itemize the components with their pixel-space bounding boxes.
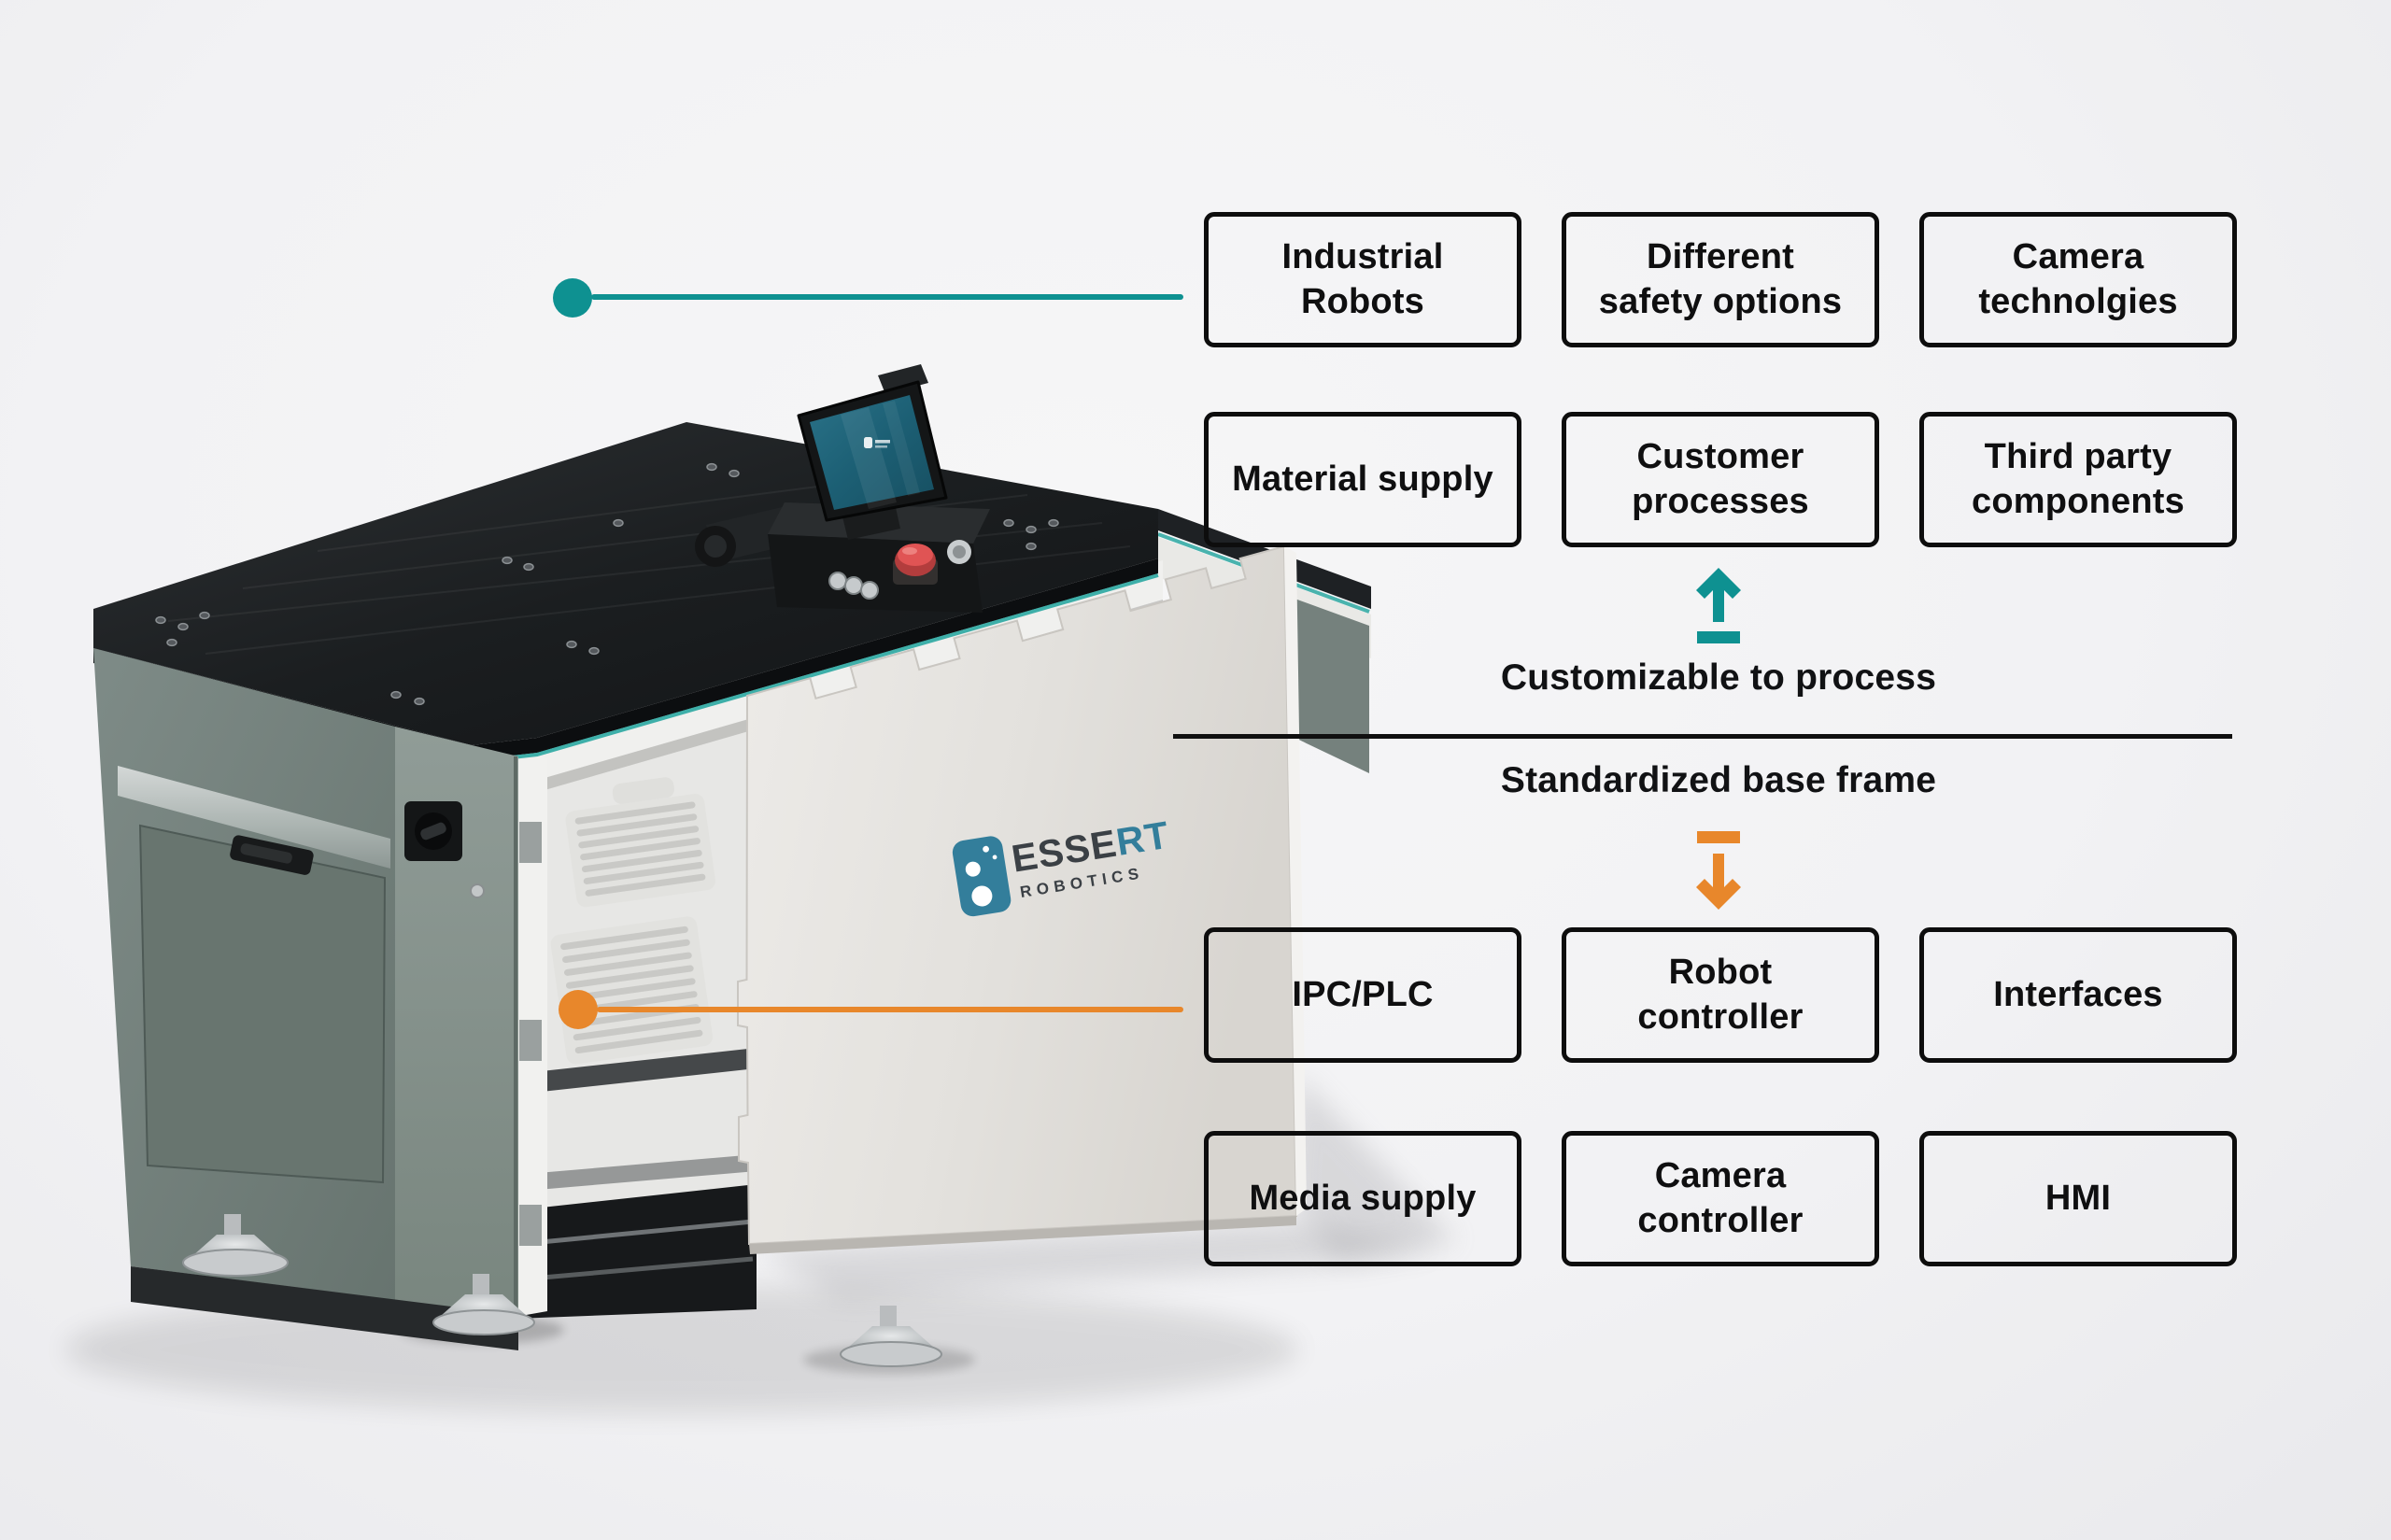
front-panel: ESSERT ROBOTICS (737, 544, 1307, 1254)
box-label: Robot controller (1637, 953, 1804, 1037)
box-hmi: HMI (1919, 1131, 2237, 1266)
box-label: Camera controller (1637, 1156, 1804, 1240)
teal-callout-line (591, 294, 1183, 300)
box-label: Third party components (1972, 437, 2185, 521)
box-media-supply: Media supply (1204, 1131, 1521, 1266)
hmi-control-unit (695, 364, 990, 613)
box-label: Different safety options (1598, 237, 1843, 321)
machine-feet (182, 1214, 942, 1367)
box-customer-processes: Customer processes (1562, 412, 1879, 547)
box-label: Camera technolgies (1978, 237, 2178, 321)
box-ipc-plc: IPC/PLC (1204, 927, 1521, 1063)
box-third-party-components: Third party components (1919, 412, 2237, 547)
logo-text-part2: RT (1113, 813, 1172, 864)
heading-standardized-base-frame: Standardized base frame (1500, 760, 1937, 800)
vent-lower (550, 916, 714, 1065)
main-power-switch (404, 801, 462, 861)
box-material-supply: Material supply (1204, 412, 1521, 547)
teal-callout-dot-icon (553, 278, 592, 318)
box-label: Industrial Robots (1281, 237, 1444, 321)
box-interfaces: Interfaces (1919, 927, 2237, 1063)
down-arrow-icon (1696, 831, 1741, 910)
vent-upper (565, 777, 715, 908)
box-different-safety-options: Different safety options (1562, 212, 1879, 347)
panel-buttons (828, 572, 879, 600)
box-label: HMI (2044, 1178, 2112, 1218)
hmi-tablet (797, 364, 948, 522)
box-camera-technologies: Camera technolgies (1919, 212, 2237, 347)
machine-left-body (93, 648, 518, 1350)
box-label: Material supply (1232, 459, 1493, 499)
up-arrow-icon (1696, 568, 1741, 643)
orange-callout-line (597, 1007, 1183, 1012)
box-label: IPC/PLC (1292, 974, 1434, 1014)
foot (840, 1306, 942, 1367)
heading-customizable-to-process: Customizable to process (1500, 657, 1937, 698)
connector-port (947, 540, 971, 564)
box-label: Media supply (1249, 1178, 1477, 1218)
orange-callout-dot-icon (559, 990, 598, 1029)
box-camera-controller: Camera controller (1562, 1131, 1879, 1266)
foot (182, 1214, 289, 1277)
foot (432, 1274, 535, 1335)
door-handle (230, 835, 314, 875)
box-industrial-robots: Industrial Robots (1204, 212, 1521, 347)
box-robot-controller: Robot controller (1562, 927, 1879, 1063)
divider-line (1173, 734, 2232, 739)
box-label: Interfaces (1993, 974, 2163, 1014)
box-label: Customer processes (1632, 437, 1809, 521)
emergency-stop-button (893, 544, 938, 585)
